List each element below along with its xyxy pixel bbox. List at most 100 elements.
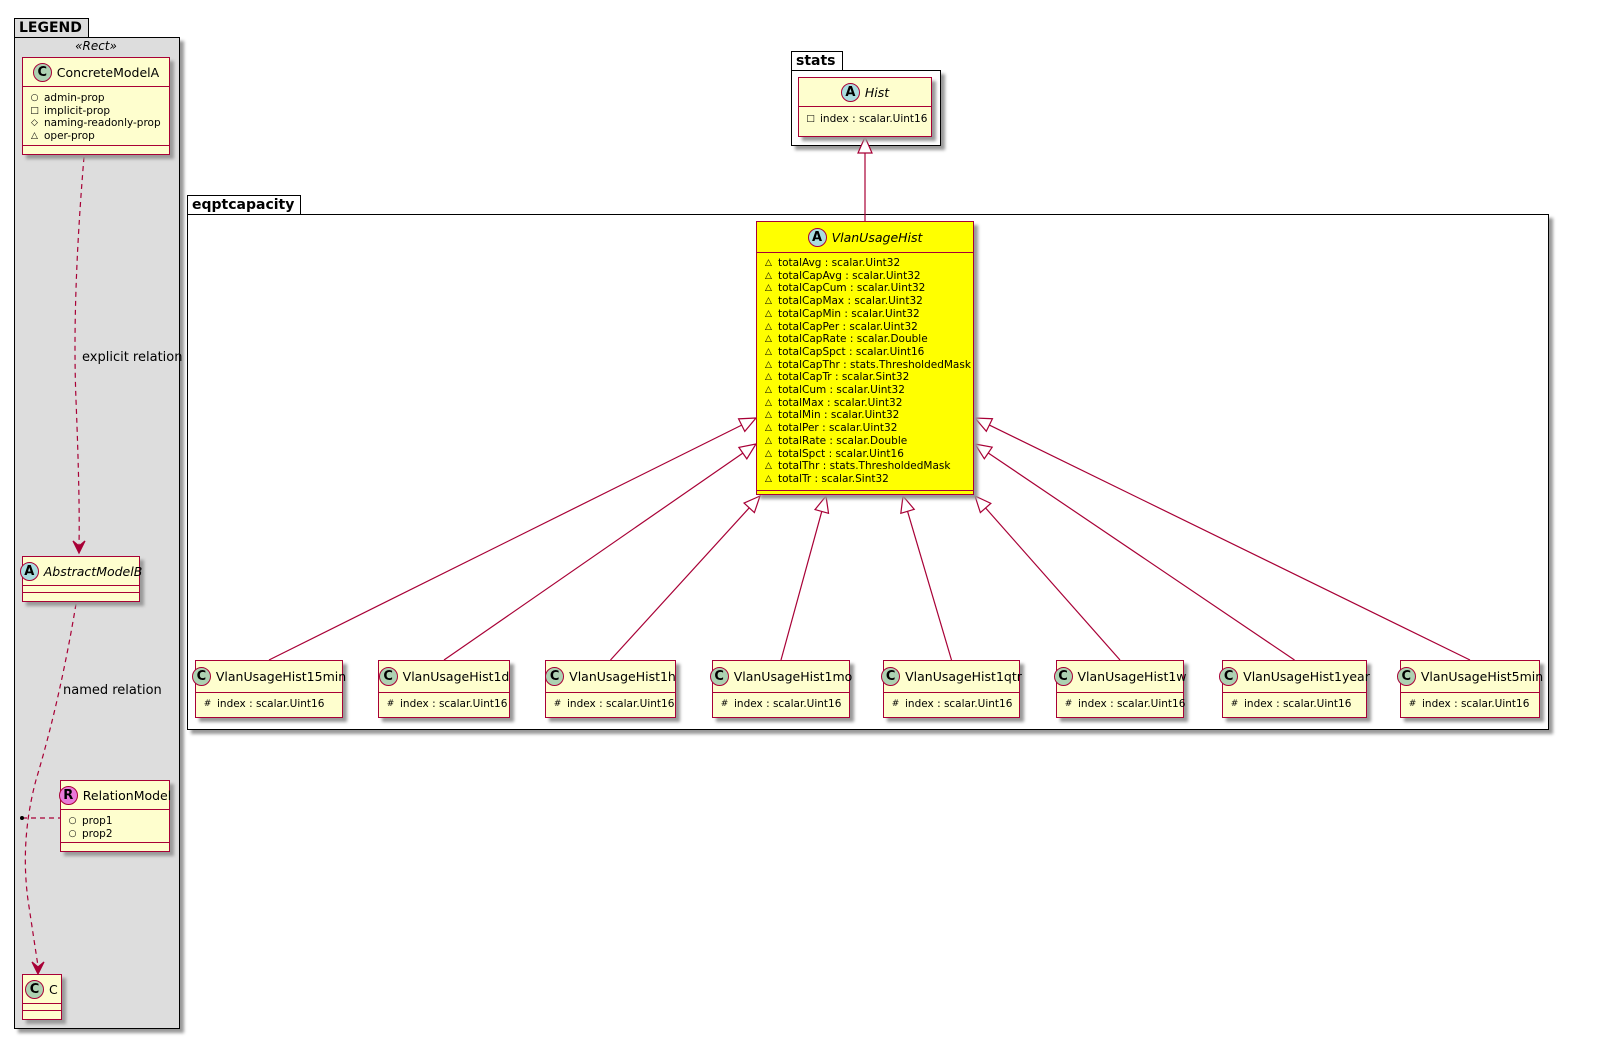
attribute: totalPer : scalar.Uint32 <box>778 422 898 435</box>
abstract-model-class: A AbstractModelB <box>19 556 142 602</box>
subclass-vlanusagehist1d: C VlanUsageHist1d # index : scalar.Uint16 <box>378 660 510 718</box>
attribute: index : scalar.Uint16 <box>820 113 928 125</box>
class-name: VlanUsageHist1d <box>402 669 510 684</box>
attribute: totalCapCum : scalar.Uint32 <box>778 282 926 295</box>
attribute: totalCapSpct : scalar.Uint16 <box>778 345 925 358</box>
inheritance-arrowhead <box>737 443 758 460</box>
class-icon: C <box>378 667 398 686</box>
inheritance-line <box>987 452 1295 661</box>
protected-visibility-icon: # <box>891 699 900 709</box>
inheritance-arrowhead <box>974 494 992 514</box>
protected-visibility-icon: # <box>386 699 395 709</box>
class-name: VlanUsageHist1w <box>1077 669 1187 684</box>
package-visibility-icon: △ <box>765 385 772 396</box>
public-visibility-icon: ○ <box>30 93 39 103</box>
subclass-vlanusagehist1w: C VlanUsageHist1w # index : scalar.Uint16 <box>1053 660 1187 718</box>
subclass-vlanusagehist1year: C VlanUsageHist1year #index : scalar.Uin… <box>1219 660 1370 718</box>
attribute: index : scalar.Uint16 <box>567 698 675 710</box>
attribute-row: △ totalCapSpct : scalar.Uint16 <box>764 346 969 359</box>
class-icon: C <box>191 667 211 686</box>
attribute-row: △totalCapMin : scalar.Uint32 <box>764 308 969 321</box>
attribute-row: △totalRate : scalar.Double <box>764 435 969 448</box>
attribute: index : scalar.Uint16 <box>217 698 325 710</box>
class-name: VlanUsageHist1mo <box>733 669 853 684</box>
class-name: ConcreteModelA <box>56 64 160 80</box>
attribute-row: △totalCapCum : scalar.Uint32 <box>764 282 969 295</box>
attribute: index : scalar.Uint16 <box>734 698 842 710</box>
eqptcapacity-package-title: eqptcapacity <box>187 195 302 214</box>
named-relation-label: named relation <box>63 683 162 698</box>
attribute: index : scalar.Uint16 <box>1244 698 1352 710</box>
subclass-vlanusagehist15min: C VlanUsageHist15min #index : scalar.Uin… <box>191 660 346 718</box>
private-visibility-icon: □ <box>806 114 815 124</box>
private-visibility-icon: □ <box>30 105 39 116</box>
attribute: totalTr : scalar.Sint32 <box>778 472 889 485</box>
subclass-vlanusagehist1qtr: C VlanUsageHist1qtr #index : scalar.Uint… <box>881 660 1022 718</box>
attribute-row: △totalCapRate : scalar.Double <box>764 333 969 346</box>
package-visibility-icon: △ <box>765 296 772 307</box>
attribute-row: △ totalPer : scalar.Uint32 <box>764 422 969 435</box>
inheritance-line <box>989 424 1471 661</box>
attribute: totalAvg : scalar.Uint32 <box>778 257 901 269</box>
inheritance-line <box>443 452 744 661</box>
inheritance-arrowhead <box>742 494 762 514</box>
inheritance-arrowhead <box>900 494 916 515</box>
protected-visibility-icon: # <box>720 699 729 709</box>
package-visibility-icon: △ <box>765 423 772 434</box>
named-relation-line <box>24 603 77 967</box>
package-visibility-icon: △ <box>765 258 772 268</box>
package-visibility-icon: △ <box>765 346 772 357</box>
class-icon: C <box>1053 667 1073 686</box>
attribute-row: △totalMin : scalar.Uint32 <box>764 409 969 422</box>
inheritance-line <box>610 507 750 661</box>
concrete-model-class: C ConcreteModelA ○admin-prop □implicit-p… <box>22 57 170 155</box>
legend-relations <box>20 156 86 976</box>
attribute: totalCapAvg : scalar.Uint32 <box>778 269 921 282</box>
package-visibility-icon: △ <box>765 359 772 370</box>
hist-inheritance <box>857 135 873 221</box>
legend-package <box>14 37 180 1029</box>
protected-visibility-icon: # <box>1408 699 1417 709</box>
explicit-relation-arrow <box>72 540 86 555</box>
relation-junction-dot <box>20 816 24 820</box>
attribute: index : scalar.Uint16 <box>1078 698 1186 710</box>
attribute: totalCum : scalar.Uint32 <box>778 384 905 397</box>
attribute-row: △ totalCapAvg : scalar.Uint32 <box>764 270 969 283</box>
inheritance-arrowhead <box>737 417 758 433</box>
attribute: prop2 <box>82 827 113 840</box>
class-icon: C <box>545 667 565 686</box>
package-visibility-icon: △ <box>765 270 772 281</box>
package-visibility-icon: △ <box>765 397 772 408</box>
package-visibility-icon: △ <box>765 410 772 421</box>
attribute-row: △ totalMax : scalar.Uint32 <box>764 397 969 410</box>
attribute-row: △ totalCum : scalar.Uint32 <box>764 384 969 397</box>
attribute: index : scalar.Uint16 <box>1422 698 1530 710</box>
attribute-row: △totalTr : scalar.Sint32 <box>764 473 969 486</box>
protected-visibility-icon: # <box>1230 699 1239 709</box>
class-icon: C <box>881 667 901 686</box>
attribute-row: △totalSpct : scalar.Uint16 <box>764 448 969 461</box>
attribute: implicit-prop <box>44 104 111 117</box>
attribute: totalCapRate : scalar.Double <box>778 333 928 346</box>
attribute-row: △totalThr : stats.ThresholdedMask <box>764 460 969 473</box>
subclass-vlanusagehist1mo: C VlanUsageHist1mo #index : scalar.Uint1… <box>709 660 853 718</box>
class-icon: C <box>1396 667 1416 686</box>
class-name: RelationModel <box>82 787 172 803</box>
abstract-class-icon: A <box>840 82 860 102</box>
class-name: VlanUsageHist1qtr <box>905 669 1022 684</box>
inheritance-line <box>985 507 1121 661</box>
inheritance-line <box>268 424 742 661</box>
package-visibility-icon: △ <box>765 308 772 319</box>
legend-stereotype: «Rect» <box>75 39 117 53</box>
attribute-row: △totalCapMax : scalar.Uint32 <box>764 295 969 308</box>
attribute: totalMax : scalar.Uint32 <box>778 396 903 409</box>
class-icon: C <box>1219 667 1239 686</box>
protected-visibility-icon: # <box>1064 699 1073 709</box>
legend-package-title: LEGEND <box>14 18 89 37</box>
attribute: totalSpct : scalar.Uint16 <box>778 447 904 460</box>
attribute: totalRate : scalar.Double <box>778 434 908 447</box>
attribute-row: △totalCapThr : stats.ThresholdedMask <box>764 359 971 372</box>
relation-class-icon: R <box>58 785 78 805</box>
attribute: index : scalar.Uint16 <box>400 698 508 710</box>
abstract-class-icon: A <box>19 561 39 581</box>
